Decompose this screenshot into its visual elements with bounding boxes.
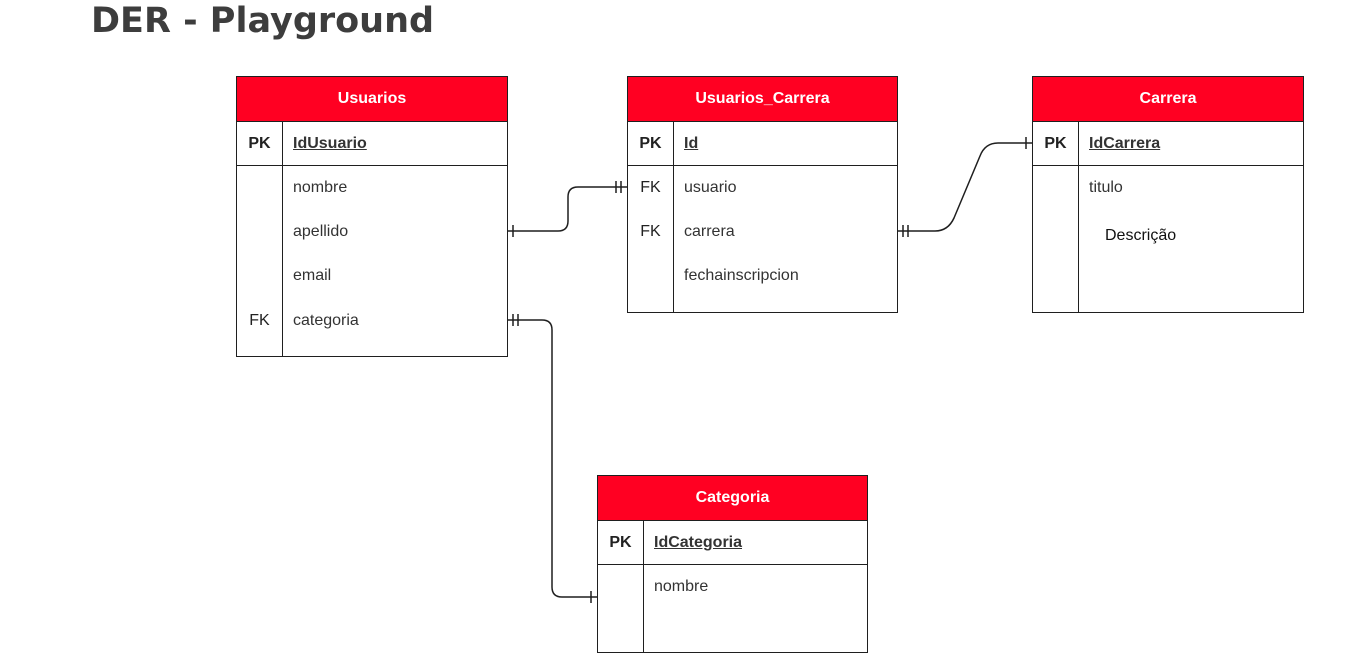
key-label: FK xyxy=(249,312,270,329)
entity-carrera[interactable]: Carrera PK IdCarrera titulo Descrição xyxy=(1032,76,1304,313)
pk-field: IdCategoria xyxy=(654,534,743,551)
entity-header: Usuarios_Carrera xyxy=(628,77,897,122)
field-name: usuario xyxy=(684,179,737,196)
pk-label: PK xyxy=(1044,135,1067,152)
pk-label: PK xyxy=(609,534,632,551)
field-name: nombre xyxy=(293,179,348,196)
column-divider xyxy=(1078,122,1079,312)
column-divider xyxy=(673,122,674,312)
entity-header: Usuarios xyxy=(237,77,507,122)
field-name: carrera xyxy=(684,223,735,240)
field-name: apellido xyxy=(293,223,349,240)
link-usuarios-carrera-carrera xyxy=(898,142,1033,232)
field-name: titulo xyxy=(1089,179,1123,196)
entity-note: Descrição xyxy=(1105,227,1177,244)
key-label: FK xyxy=(640,179,661,196)
entity-usuarios[interactable]: Usuarios PK IdUsuario nombre apellido em… xyxy=(236,76,508,357)
entity-header: Categoria xyxy=(598,476,867,521)
field-name: categoria xyxy=(293,312,359,329)
link-usuarios-usuarios-carrera xyxy=(508,186,628,232)
pk-field: IdCarrera xyxy=(1089,135,1161,152)
entity-header: Carrera xyxy=(1033,77,1303,122)
pk-label: PK xyxy=(639,135,662,152)
entity-usuarios-carrera[interactable]: Usuarios_Carrera PK Id FK usuario FK car… xyxy=(627,76,898,313)
field-name: nombre xyxy=(654,578,709,595)
page-title: DER - Playground xyxy=(91,1,435,41)
column-divider xyxy=(643,521,644,652)
key-label: FK xyxy=(640,223,661,240)
pk-field: Id xyxy=(684,135,699,152)
pk-label: PK xyxy=(248,135,271,152)
field-name: email xyxy=(293,267,332,284)
field-name: fechainscripcion xyxy=(684,267,799,284)
pk-field: IdUsuario xyxy=(293,135,367,152)
link-usuarios-categoria xyxy=(508,319,598,598)
column-divider xyxy=(282,122,283,356)
entity-categoria[interactable]: Categoria PK IdCategoria nombre xyxy=(597,475,868,653)
